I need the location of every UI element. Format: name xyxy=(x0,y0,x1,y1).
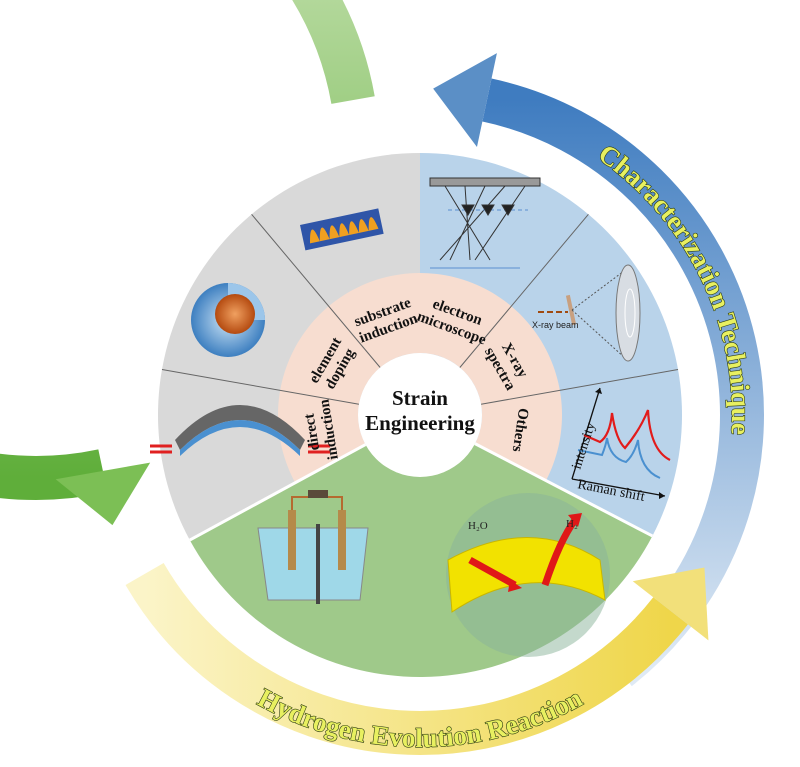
induction-arrow xyxy=(0,0,375,526)
sector-wheel xyxy=(157,152,683,678)
xray-beam-label: X-ray beam xyxy=(532,320,579,330)
sector-divider xyxy=(459,213,589,368)
center-circle xyxy=(358,353,482,477)
segment-label-line1: direct xyxy=(302,412,324,451)
her-arrow xyxy=(125,562,709,755)
sector-divider xyxy=(480,369,679,405)
center-title-line1: Strain xyxy=(392,386,448,410)
wavy-substrate-icon xyxy=(300,208,384,251)
center-title-line2: Engineering xyxy=(365,411,475,435)
electrolyzer-cell-icon xyxy=(257,490,369,604)
xray-diffraction-icon: X-ray beam xyxy=(532,264,641,362)
sector-divider xyxy=(189,443,367,542)
segment-label: Others xyxy=(509,407,531,453)
sector-divider xyxy=(474,442,654,538)
bent-film-icon xyxy=(150,405,330,456)
reactant-label: H₂O xyxy=(468,520,488,532)
sector-divider xyxy=(161,369,360,405)
product-label: H₂ xyxy=(566,518,578,530)
electron-microscope-icon xyxy=(429,177,541,269)
label-ring xyxy=(278,273,562,483)
core-shell-sphere-icon xyxy=(191,283,265,357)
catalyst-surface-icon: H₂O H₂ xyxy=(446,493,610,657)
sector-divider xyxy=(251,213,381,368)
segment-label-line1: Others xyxy=(509,407,531,453)
